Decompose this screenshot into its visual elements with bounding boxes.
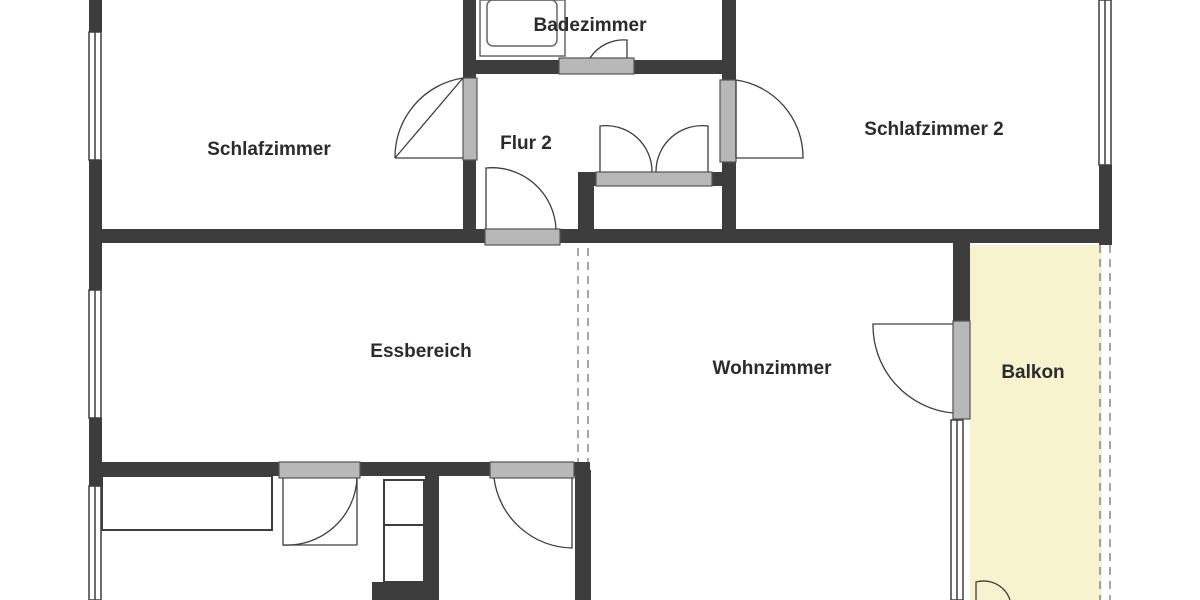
room-label-schlafzimmer: Schlafzimmer [207, 139, 331, 160]
room-label-balkon: Balkon [1001, 362, 1064, 383]
door-leaf-ess-1 [278, 461, 361, 479]
room-label-schlafzimmer2: Schlafzimmer 2 [864, 119, 1003, 140]
balkon-area [970, 245, 1102, 600]
windows [88, 0, 1112, 600]
walls [89, 0, 1112, 600]
door-leaf-schlaf2 [719, 79, 737, 163]
cabinet [101, 475, 273, 531]
door-leaf-balkon [952, 320, 971, 420]
bathtub [479, 0, 566, 57]
door-leaf-ess-2 [489, 461, 575, 479]
door-leaf-closet [595, 171, 713, 187]
door-leaf-bad [558, 57, 635, 75]
room-label-flur2: Flur 2 [500, 133, 552, 154]
door-leaf-flur [484, 228, 561, 246]
door-leaves [278, 57, 971, 479]
shelving [383, 479, 425, 583]
room-label-badezimmer: Badezimmer [534, 15, 648, 36]
room-label-essbereich: Essbereich [370, 341, 471, 362]
door-leaf-schlaf [462, 77, 478, 161]
room-label-wohnzimmer: Wohnzimmer [713, 358, 833, 379]
open-partitions [577, 245, 1111, 600]
door-swings [282, 39, 1011, 600]
